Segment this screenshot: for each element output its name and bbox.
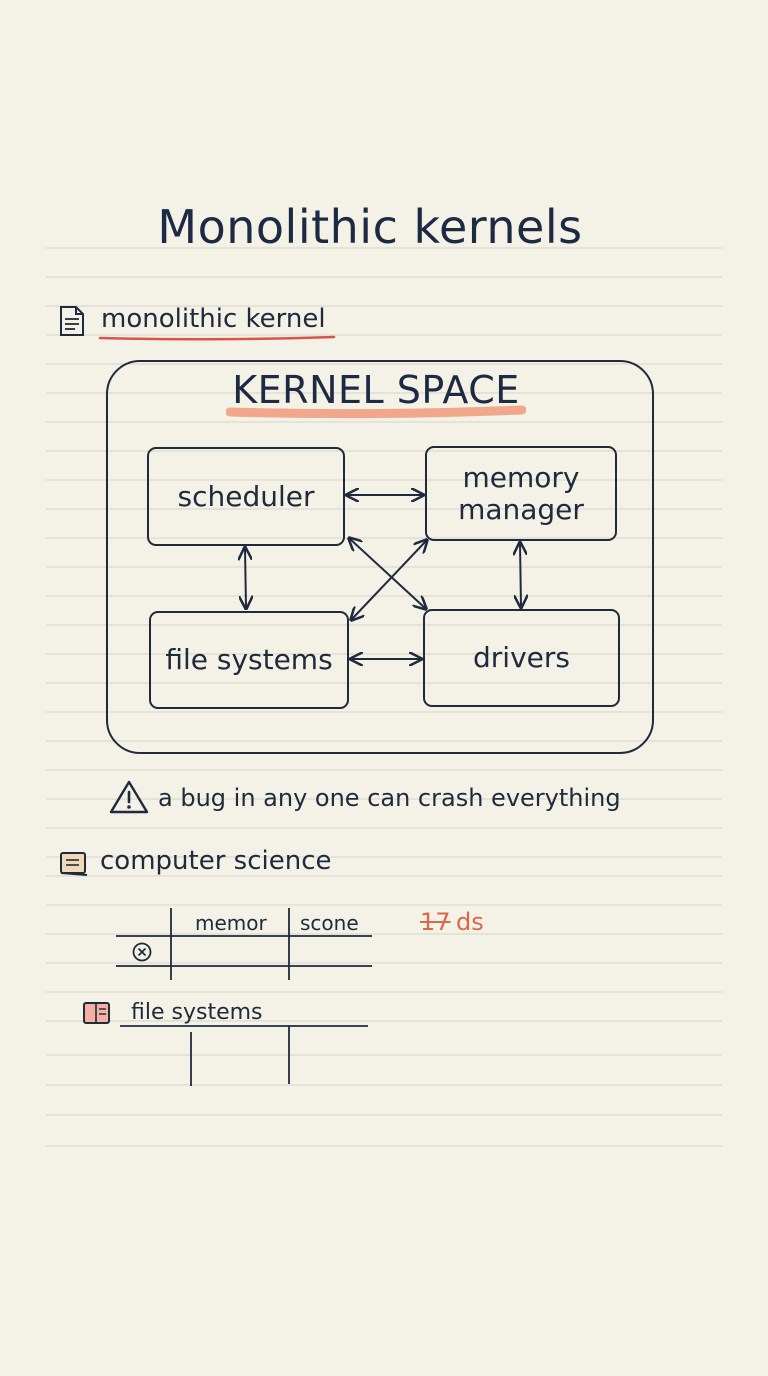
warning-text: a bug in any one can crash everything	[158, 784, 621, 812]
circled-x-icon	[132, 942, 152, 962]
book-icon	[60, 852, 88, 876]
node-drivers: drivers	[423, 609, 620, 707]
document-icon	[60, 306, 84, 336]
table-header-memor: memor	[195, 911, 267, 935]
section-label-file-systems: file systems	[131, 1000, 263, 1025]
node-file-systems: file systems	[149, 611, 349, 709]
kernel-space-box	[106, 360, 654, 754]
note-suffix: ds	[456, 908, 484, 936]
node-scheduler: scheduler	[147, 447, 345, 546]
folder-icon	[83, 1002, 110, 1024]
kernel-title-highlight	[226, 405, 526, 419]
page-title: Monolithic kernels	[157, 200, 583, 254]
table-header-scone: scone	[300, 911, 359, 935]
section-label-computer-science: computer science	[100, 846, 332, 876]
warning-icon	[109, 780, 149, 814]
section-label-monolithic-kernel: monolithic kernel	[101, 304, 326, 334]
note-number: 17	[420, 908, 451, 936]
label-underline	[98, 335, 336, 341]
kernel-space-title: KERNEL SPACE	[232, 368, 520, 412]
node-memory-manager: memory manager	[425, 446, 617, 541]
